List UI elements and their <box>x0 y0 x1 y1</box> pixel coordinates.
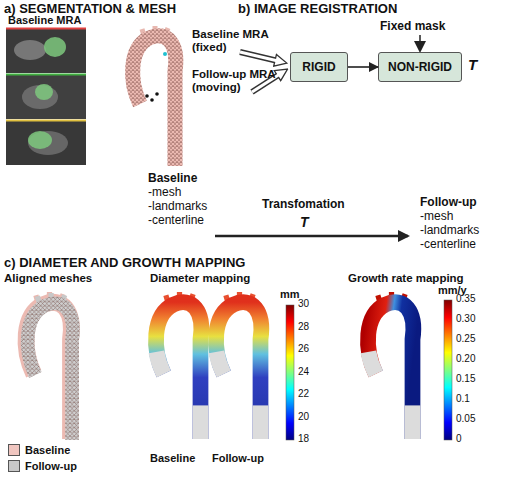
label-text: Aligned meshes <box>4 272 92 285</box>
tissue <box>22 85 58 109</box>
segmentation <box>28 131 52 149</box>
label-text: Growth rate mapping <box>348 272 464 285</box>
slice-marker <box>6 28 86 30</box>
label-text: 0.05 <box>456 413 475 425</box>
slice-marker <box>6 74 86 76</box>
label-text: 28 <box>298 321 309 333</box>
label-text: -landmarks <box>420 224 479 238</box>
label-text: 22 <box>298 388 309 400</box>
legend-swatch <box>8 444 20 456</box>
landmark <box>150 98 154 102</box>
label-text: 18 <box>298 433 309 445</box>
landmark <box>155 92 159 96</box>
label-text: T <box>300 214 309 230</box>
label-text: -centerline <box>148 214 204 228</box>
label-text: mm <box>280 288 300 301</box>
label-text: Follow-up <box>420 196 477 210</box>
label-text: -mesh <box>148 186 181 200</box>
label-text: 24 <box>298 366 309 378</box>
label-text: T <box>468 56 477 73</box>
label-text: 0.15 <box>456 373 475 385</box>
label-text: Fixed mask <box>380 20 445 34</box>
label-text: 0 <box>456 433 462 445</box>
mra-slice <box>6 74 86 119</box>
legend-entry: Baseline <box>8 444 70 456</box>
label-text: Follow-up <box>212 452 264 465</box>
aligned-meshes <box>26 292 73 440</box>
label-text: Baseline MRA (fixed) <box>192 28 287 54</box>
colorbar <box>286 305 294 440</box>
baseline-mesh <box>133 26 176 166</box>
legend-text: Baseline <box>25 444 70 456</box>
label-text: Baseline <box>150 452 195 465</box>
label-text: b) IMAGE REGISTRATION <box>238 2 397 17</box>
process-box: RIGID <box>290 52 348 82</box>
transformation-arrow <box>215 235 408 238</box>
label-text: -mesh <box>420 210 453 224</box>
segmentation <box>44 37 66 57</box>
mra-slice <box>6 28 86 73</box>
diameter-mesh <box>216 292 261 439</box>
legend-text: Follow-up <box>25 460 77 472</box>
label-text: 0.25 <box>456 333 475 345</box>
legend-entry: Follow-up <box>8 460 77 472</box>
landmark <box>163 52 167 56</box>
legend-swatch <box>8 460 20 472</box>
slice-marker <box>6 120 86 122</box>
label-text: 0.1 <box>456 393 470 405</box>
connector-arrow <box>348 66 378 68</box>
label-text: Baseline <box>148 172 197 186</box>
mra-slice <box>6 120 86 165</box>
label-text: 0.30 <box>456 313 475 325</box>
label-text: Transfomation <box>262 198 345 212</box>
landmark <box>145 94 149 98</box>
colorbar <box>444 300 452 440</box>
segmentation <box>35 84 53 100</box>
growth-mesh <box>368 292 413 439</box>
diameter-mesh <box>156 292 201 439</box>
process-box: NON-RIGID <box>378 52 462 82</box>
mra-slices <box>6 28 86 165</box>
tissue <box>28 131 68 155</box>
label-text: c) DIAMETER AND GROWTH MAPPING <box>4 256 245 271</box>
label-text: 0.35 <box>456 293 475 305</box>
label-text: 0.20 <box>456 353 475 365</box>
label-text: 20 <box>298 411 309 423</box>
label-text: -centerline <box>420 238 476 252</box>
label-text: -landmarks <box>148 200 207 214</box>
box-label: NON-RIGID <box>388 60 452 74</box>
label-text: 26 <box>298 343 309 355</box>
tissue <box>14 40 46 60</box>
label-text: Baseline MRA <box>8 14 81 27</box>
label-text: Follow-up MRA (moving) <box>192 68 287 94</box>
label-text: 30 <box>298 298 309 310</box>
box-label: RIGID <box>302 60 335 74</box>
label-text: Diameter mapping <box>150 272 250 285</box>
